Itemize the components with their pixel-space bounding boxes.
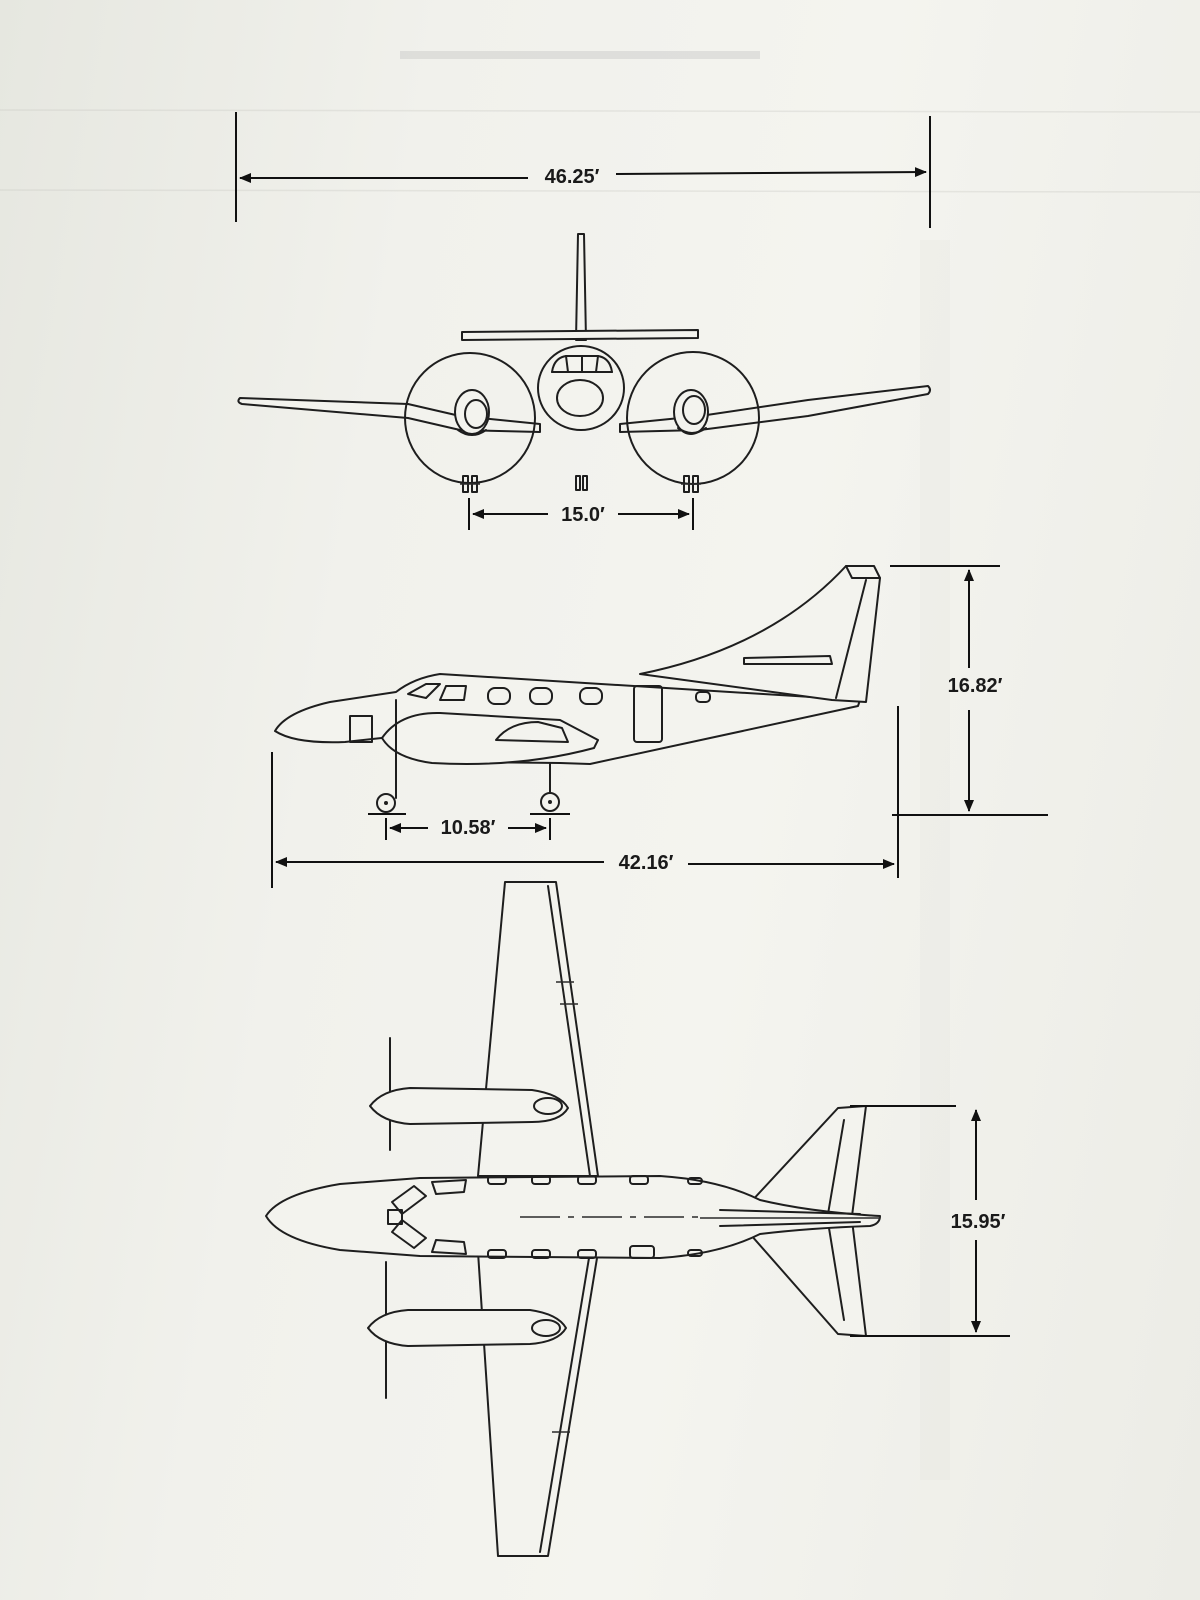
length-label: 42.16′ [619,852,674,874]
dimension-tail-span: 15.95′ [850,1105,1010,1337]
dimension-wingspan: 46.25′ [235,112,931,228]
front-view-gear [460,475,701,493]
dimension-wheelbase: 10.58′ [385,817,551,840]
tail-span-label: 15.95′ [951,1211,1006,1233]
gear-track-label: 15.0′ [561,504,605,526]
bleed-through [0,51,1200,1480]
wingspan-label: 46.25′ [545,166,600,188]
dimension-length: 42.16′ [271,706,899,888]
dimension-height: 16.82′ [890,565,1048,816]
wheelbase-label: 10.58′ [441,817,496,839]
front-view [237,233,931,493]
height-label: 16.82′ [948,675,1003,697]
dimension-gear-track: 15.0′ [468,498,694,530]
top-view [265,881,881,1557]
side-view [274,565,881,815]
